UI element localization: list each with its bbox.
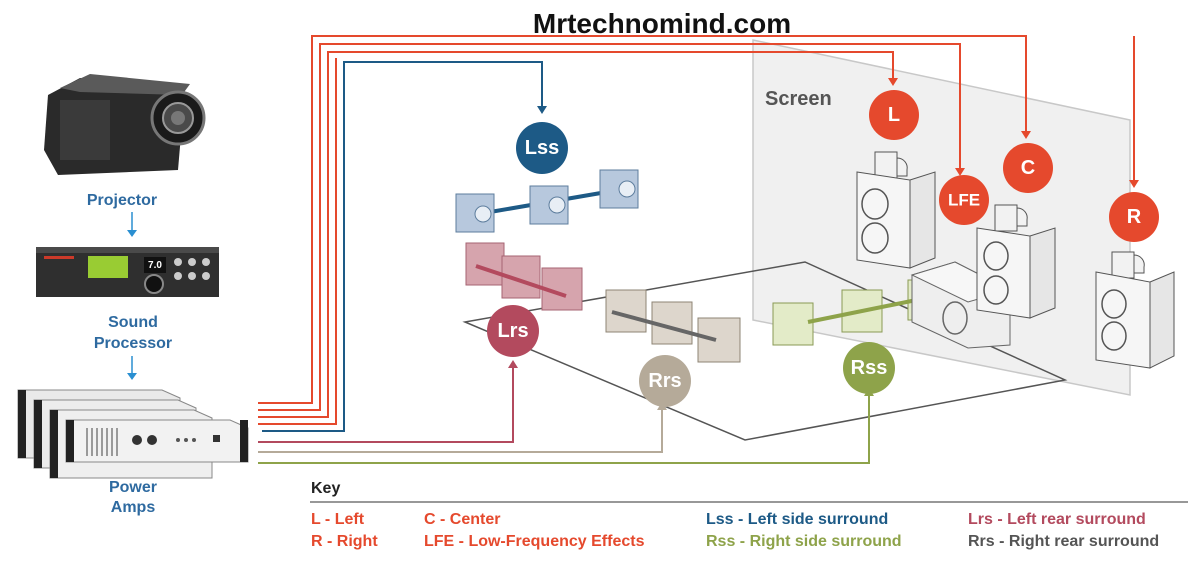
key-lrs: Lrs - Left rear surround	[968, 511, 1146, 528]
rrs-bar	[611, 310, 717, 342]
lrs-speaker-2	[501, 255, 541, 299]
sound-processor-icon	[36, 247, 219, 297]
rrs-speaker-3	[697, 317, 741, 363]
processor-display: 7.0	[148, 260, 162, 271]
badge-rss: Rss	[843, 342, 895, 394]
badge-lfe: LFE	[939, 175, 989, 225]
badge-c-text: C	[1021, 157, 1035, 179]
cable-rrs	[258, 410, 663, 453]
projector-arrowhead	[127, 230, 137, 237]
arrowhead-l	[888, 78, 898, 86]
key-title: Key	[311, 480, 340, 497]
key-c: C - Center	[424, 511, 500, 528]
cable-l	[258, 51, 894, 418]
key-r: R - Right	[311, 533, 378, 550]
arrowhead-lrs	[508, 360, 518, 368]
key-l: L - Left	[311, 511, 365, 528]
power-amps-label-line1: Power	[109, 479, 157, 496]
front-r-speaker	[1095, 251, 1175, 369]
lrs-speaker-1	[465, 242, 505, 286]
cable-lrs	[258, 368, 514, 443]
badge-rrs: Rrs	[639, 355, 691, 407]
badge-rrs-text: Rrs	[648, 370, 681, 392]
front-c-speaker	[976, 204, 1056, 319]
lss-speaker-2	[529, 185, 569, 225]
lss-speaker-3	[599, 169, 639, 209]
badge-r-text: R	[1127, 206, 1142, 228]
rss-speaker-1	[772, 302, 814, 346]
badge-lfe-text: LFE	[948, 191, 980, 210]
cable-rss	[258, 396, 870, 464]
badge-lrs-text: Lrs	[497, 320, 528, 342]
key-lfe: LFE - Low-Frequency Effects	[424, 533, 645, 550]
processor-arrowhead	[127, 373, 137, 380]
screen-label: Screen	[765, 88, 832, 110]
sound-processor-label-line1: Sound	[108, 314, 158, 331]
cable-lss	[262, 61, 543, 432]
projector-label: Projector	[87, 192, 157, 209]
cable-r-feed	[258, 58, 337, 425]
badge-l: L	[869, 90, 919, 140]
key-rrs: Rrs - Right rear surround	[968, 533, 1159, 550]
badge-lss-text: Lss	[525, 137, 559, 159]
sound-processor-label-line2: Processor	[94, 335, 172, 352]
badge-lss: Lss	[516, 122, 568, 174]
key-lss: Lss - Left side surround	[706, 511, 888, 528]
arrowhead-lss	[537, 106, 547, 114]
power-amps-icon	[17, 389, 249, 479]
power-amps-label-line2: Amps	[111, 499, 156, 516]
arrowhead-r	[1129, 180, 1139, 188]
front-l-speaker	[856, 151, 936, 269]
key-rss: Rss - Right side surround	[706, 533, 902, 550]
cable-lfe	[258, 43, 961, 411]
cable-c	[258, 35, 1027, 404]
projector-icon	[44, 74, 206, 175]
arrowhead-lfe	[955, 168, 965, 176]
lss-speaker-1	[455, 193, 495, 233]
badge-l-text: L	[888, 104, 900, 126]
site-title: Mrtechnomind.com	[533, 8, 791, 39]
badge-rss-text: Rss	[851, 357, 888, 379]
badge-lrs: Lrs	[487, 305, 539, 357]
rrs-speaker-1	[605, 289, 647, 333]
badge-c: C	[1003, 143, 1053, 193]
lrs-bar	[475, 264, 567, 298]
badge-r: R	[1109, 192, 1159, 242]
arrowhead-c	[1021, 131, 1031, 139]
